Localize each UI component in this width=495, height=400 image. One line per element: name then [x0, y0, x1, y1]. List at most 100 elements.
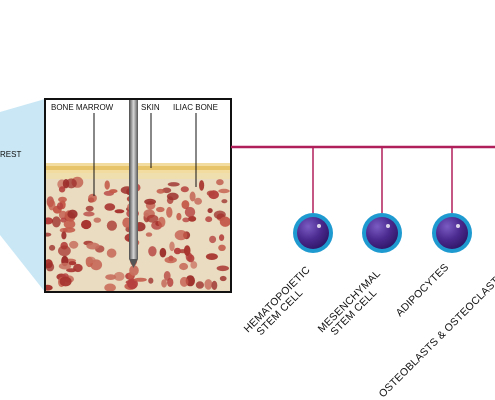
marrow-spot	[83, 211, 95, 217]
marrow-spot	[166, 192, 179, 201]
marrow-spot	[169, 241, 175, 252]
marrow-spot	[205, 216, 213, 223]
marrow-spot	[159, 247, 167, 258]
marrow-spot	[104, 283, 116, 292]
svg-text:HEMATOPOIETIC STEM CELL: HEMATOPOIETIC STEM CELL	[242, 262, 323, 343]
marrow-spot	[179, 276, 189, 287]
marrow-spot	[93, 217, 102, 223]
marrow-spot	[45, 217, 54, 225]
marrow-spot	[109, 189, 118, 194]
marrow-spot	[219, 216, 231, 227]
marrow-spot	[104, 203, 116, 211]
marrow-spot	[104, 180, 110, 190]
marrow-spot	[45, 232, 52, 237]
marrow-spot	[49, 244, 56, 251]
marrow-spot	[181, 200, 190, 210]
marrow-spot	[62, 179, 70, 189]
marrow-spot	[179, 262, 189, 271]
marrow-spot	[205, 253, 218, 260]
marrow-spot	[194, 197, 203, 205]
marrow-spot	[67, 209, 78, 219]
marrow-spot	[61, 231, 67, 240]
marrow-spot	[105, 274, 117, 280]
marrow-spot	[219, 275, 227, 282]
svg-text:MESENCHYMAL STEM CELL: MESENCHYMAL STEM CELL	[316, 266, 393, 343]
marrow-spot	[209, 235, 217, 244]
marrow-spot	[211, 280, 218, 290]
marrow-spot	[213, 210, 226, 220]
marrow-spot	[156, 206, 165, 213]
marrow-spot	[58, 245, 71, 257]
marrow-spot	[174, 230, 188, 241]
marrow-spot	[144, 198, 157, 205]
marrow-spot	[184, 206, 196, 218]
marrow-spot	[166, 206, 173, 218]
cell-osteoblasts-osteoclasts: OSTEOBLASTS & OSTEOCLASTS	[377, 270, 495, 400]
marrow-spot	[180, 186, 189, 193]
marrow-spot	[195, 281, 204, 289]
marrow-spot	[173, 247, 182, 255]
marrow-spot	[68, 261, 77, 266]
marrow-spot	[85, 205, 94, 212]
callout-wedge	[0, 99, 45, 292]
marrow-spot	[60, 217, 67, 223]
marrow-spot	[216, 265, 229, 272]
marrow-spot	[58, 196, 67, 203]
marrow-spot	[45, 284, 53, 291]
cell-label-adipocytes: ADIPOCYTES	[394, 261, 452, 319]
marrow-spot	[218, 244, 226, 251]
marrow-spot	[113, 271, 125, 281]
marrow-spot	[114, 209, 125, 214]
marrow-spot	[216, 179, 224, 186]
cell-hematopoietic: HEMATOPOIETIC STEM CELL	[242, 147, 333, 343]
marrow-spot	[81, 219, 92, 230]
svg-text:OSTEOBLASTS & OSTEOCLASTS: OSTEOBLASTS & OSTEOCLASTS	[377, 270, 495, 400]
marrow-spot	[58, 186, 66, 193]
marrow-spot	[188, 215, 197, 222]
marrow-spot	[63, 219, 76, 229]
marrow-spot	[199, 180, 205, 191]
marrow-spot	[48, 199, 56, 211]
marrow-spot	[56, 202, 64, 210]
marrow-spot	[148, 246, 157, 257]
marrow-spot	[86, 242, 100, 250]
marrow-spot	[219, 234, 225, 242]
marrow-spot	[106, 248, 117, 258]
marrow-spot	[204, 279, 213, 290]
label-iliac-bone: ILIAC BONE	[173, 103, 218, 112]
marrow-spot	[146, 214, 159, 223]
bone-cross-section-inset	[45, 99, 231, 292]
cell-label-osteoblasts: OSTEOBLASTS & OSTEOCLASTS	[377, 270, 495, 400]
biopsy-needle	[129, 99, 138, 259]
marrow-spot	[129, 265, 139, 276]
svg-text:ADIPOCYTES: ADIPOCYTES	[394, 261, 452, 319]
marrow-spot	[85, 256, 96, 264]
marrow-spot	[134, 277, 147, 282]
marrow-spot	[164, 256, 177, 264]
marrow-spot	[59, 276, 72, 287]
marrow-spot	[58, 262, 72, 270]
marrow-spot	[182, 217, 190, 223]
rest-label: REST	[0, 150, 21, 159]
marrow-spot	[161, 279, 168, 288]
marrow-spot	[190, 261, 198, 269]
marrow-spot	[158, 216, 166, 228]
label-skin: SKIN	[141, 103, 160, 112]
marrow-spot	[221, 199, 228, 204]
marrow-spot	[148, 277, 154, 284]
label-bone-marrow: BONE MARROW	[51, 103, 114, 112]
marrow-spot	[218, 188, 230, 194]
marrow-spot	[69, 240, 79, 249]
marrow-spot	[66, 268, 77, 273]
cell-adipocytes: ADIPOCYTES	[394, 147, 472, 319]
marrow-spot	[167, 182, 180, 187]
marrow-spot	[145, 232, 153, 237]
marrow-spot	[156, 188, 165, 194]
marrow-spot	[167, 277, 174, 287]
marrow-spot	[183, 245, 191, 256]
marrow-spot	[125, 279, 136, 285]
marrow-spot	[88, 193, 97, 203]
marrow-spot	[208, 190, 219, 200]
cell-label-hematopoietic-line1: HEMATOPOIETIC	[242, 264, 313, 335]
